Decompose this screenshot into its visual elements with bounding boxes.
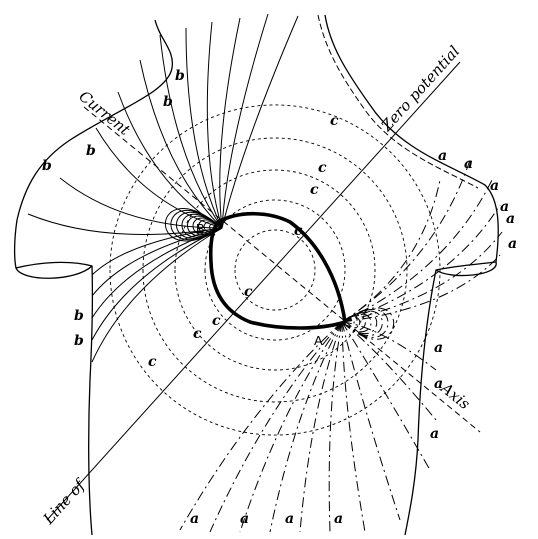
line-a-curve bbox=[341, 179, 493, 323]
torso-right-arm-cut bbox=[435, 261, 497, 277]
b-label: b bbox=[175, 68, 185, 84]
a-label: a bbox=[430, 426, 439, 442]
line-a-curve bbox=[341, 321, 401, 521]
line-b-curve bbox=[221, 15, 299, 229]
a-label: a bbox=[508, 236, 517, 252]
line-b-curve bbox=[221, 13, 269, 229]
zero-potential-label: Zero potential bbox=[377, 42, 463, 135]
a-label: a bbox=[438, 148, 447, 164]
c-label: c bbox=[294, 223, 303, 239]
line-a-curve bbox=[328, 321, 343, 533]
line-c-curve bbox=[204, 199, 346, 341]
line-b-curve bbox=[59, 177, 223, 229]
a-label: a bbox=[434, 340, 443, 356]
line-c-curve bbox=[174, 169, 376, 371]
line-b-curve bbox=[95, 127, 223, 229]
point-b-label: B bbox=[196, 221, 205, 236]
c-label: c bbox=[212, 313, 221, 329]
c-label: c bbox=[244, 284, 253, 300]
line-a-curve bbox=[341, 321, 366, 533]
torso-left-arm-cut bbox=[15, 265, 93, 279]
a-label: a bbox=[464, 156, 473, 172]
line-c-curve bbox=[142, 137, 408, 403]
torso-left-outline bbox=[13, 19, 173, 536]
torso-right-dashed bbox=[317, 14, 479, 189]
point-a-label: A bbox=[314, 333, 323, 348]
heart-outline bbox=[208, 211, 347, 330]
line-a-curve bbox=[341, 321, 431, 471]
line-a-curve bbox=[341, 179, 441, 323]
a-label: a bbox=[434, 376, 443, 392]
line-b-curve bbox=[139, 59, 223, 229]
line-a-curve bbox=[341, 231, 503, 323]
c-label: c bbox=[310, 182, 319, 198]
line-b-curve bbox=[91, 227, 223, 319]
a-label: a bbox=[285, 511, 294, 527]
a-label: a bbox=[490, 178, 499, 194]
current-axis-line bbox=[83, 106, 481, 433]
zero-potential-line bbox=[46, 61, 461, 521]
a-label: a bbox=[500, 199, 509, 215]
a-label: a bbox=[190, 511, 199, 527]
a-label: a bbox=[334, 511, 343, 527]
line-b-curve bbox=[27, 213, 223, 235]
line-b-curve bbox=[185, 27, 223, 229]
line-c-curve bbox=[109, 104, 441, 436]
line-b-curve bbox=[206, 21, 223, 229]
c-label: c bbox=[193, 326, 202, 342]
line-b-curve bbox=[91, 227, 223, 276]
b-label: b bbox=[86, 143, 96, 159]
line-a-curve bbox=[209, 321, 343, 533]
c-label: c bbox=[148, 354, 157, 370]
line-b-curve bbox=[219, 17, 241, 229]
line-b-curve bbox=[170, 209, 223, 241]
line-b-curve bbox=[91, 227, 223, 297]
line-a-curve bbox=[269, 321, 343, 533]
c-label: c bbox=[318, 160, 327, 176]
line-a-curve bbox=[341, 159, 471, 323]
b-label: b bbox=[74, 333, 84, 349]
line-b-curve bbox=[159, 34, 223, 229]
line-b-curve bbox=[117, 91, 223, 229]
line-a-curve bbox=[239, 321, 343, 533]
line-a-curve bbox=[341, 254, 501, 323]
line-a-curve bbox=[341, 204, 501, 323]
torso-right-outline bbox=[324, 14, 499, 536]
b-label: b bbox=[74, 308, 84, 324]
line-a-curve bbox=[341, 312, 378, 335]
a-label: a bbox=[240, 511, 249, 527]
a-label: a bbox=[506, 211, 515, 227]
a-field-lines bbox=[179, 159, 503, 533]
line-of-label: Line of bbox=[39, 475, 90, 529]
line-a-curve bbox=[341, 321, 437, 371]
c-field-lines bbox=[109, 104, 441, 436]
line-a-curve bbox=[179, 321, 343, 531]
line-b-curve bbox=[91, 227, 223, 363]
line-b-curve bbox=[91, 227, 223, 341]
line-c-curve bbox=[234, 229, 316, 311]
c-label: c bbox=[330, 113, 339, 129]
b-label: b bbox=[42, 158, 52, 174]
b-field-lines bbox=[27, 13, 299, 363]
line-a-curve bbox=[299, 321, 343, 533]
b-label: b bbox=[163, 94, 173, 110]
